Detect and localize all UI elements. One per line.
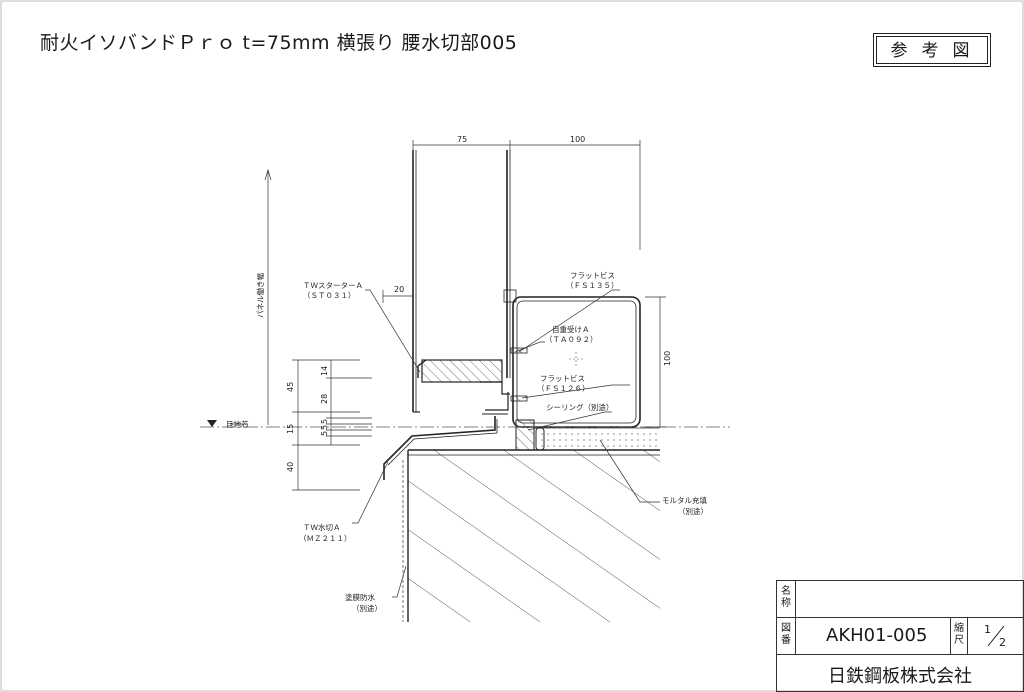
label-panel-width: パネル働き幅 <box>255 273 265 318</box>
reference-stamp: 参考図 <box>873 33 991 67</box>
leader-lines <box>230 289 660 598</box>
grade-marker-icon <box>207 420 217 427</box>
panel-section <box>412 150 511 413</box>
drawing-no-label: 図番 <box>781 623 791 646</box>
dim-100-top: 100 <box>570 135 585 144</box>
label-mortar-note: （別途） <box>678 506 708 516</box>
title-block: 名称 図番 AKH01-005 縮尺 1 2 日鉄鋼板株式会社 <box>776 580 1024 692</box>
label-flat-screw-1-code: （ＦＳ１３５） <box>566 281 619 290</box>
dim-28: 28 <box>320 394 329 404</box>
mortar-fill <box>540 427 660 450</box>
dimension-texts: 75 100 20 100 45 15 40 14 28 5 5 5 <box>286 135 672 472</box>
label-drip-name: ＴＷ水切Ａ <box>303 522 341 532</box>
label-starter-code: （ＳＴ０３１） <box>303 291 356 300</box>
scale-slash-icon <box>987 625 1005 647</box>
dim-40: 40 <box>286 462 295 472</box>
label-mortar-name: モルタル充填 <box>662 495 707 505</box>
label-flat-screw-2-code: （ＦＳ１２６） <box>537 384 590 393</box>
company-name: 日鉄鋼板株式会社 <box>828 666 972 687</box>
starter-and-bottom-panel <box>417 359 510 415</box>
dim-14: 14 <box>320 366 329 376</box>
part-labels: パネル働き幅 目地芯 ＴＷスターターＡ （ＳＴ０３１） フラットビス （ＦＳ１３… <box>226 271 708 613</box>
dim-15: 15 <box>286 424 295 434</box>
dim-100-right: 100 <box>663 351 672 366</box>
label-sealing: シーリング（別途） <box>546 402 614 412</box>
label-flat-screw-1-name: フラットビス <box>570 271 615 280</box>
label-waterproof-name: 塗膜防水 <box>345 592 375 602</box>
scale-label: 縮尺 <box>954 623 964 646</box>
dim-75: 75 <box>457 135 467 144</box>
sealing <box>515 419 545 451</box>
concrete-base <box>402 449 660 622</box>
dim-20: 20 <box>394 285 404 294</box>
drawing-title: 耐火イソバンドＰｒｏ t=75mm 横張り 腰水切部005 <box>40 32 518 54</box>
scale-numerator: 1 <box>984 623 991 636</box>
label-drip-code: （ＭＺ２１１） <box>299 534 352 543</box>
dim-5a: 5 <box>320 419 329 424</box>
drawing-number: AKH01-005 <box>826 625 928 646</box>
scale-denominator: 2 <box>999 636 1006 649</box>
name-label: 名称 <box>781 586 791 609</box>
drip-flashing <box>383 416 498 480</box>
label-starter-name: ＴＷスターターＡ <box>303 281 363 290</box>
dim-5c: 5 <box>320 431 329 436</box>
label-grade: 目地芯 <box>226 419 249 429</box>
label-receiver-code: （ＴＡ０９２） <box>545 335 598 344</box>
dimension-lines <box>264 140 666 491</box>
dim-5b: 5 <box>320 425 329 430</box>
name-value-cell <box>795 580 1024 618</box>
dim-45: 45 <box>286 382 295 392</box>
label-receiver-name: 自重受けＡ <box>552 324 590 334</box>
label-flat-screw-2-name: フラットビス <box>540 374 585 383</box>
label-waterproof-note: （別途） <box>352 603 382 613</box>
